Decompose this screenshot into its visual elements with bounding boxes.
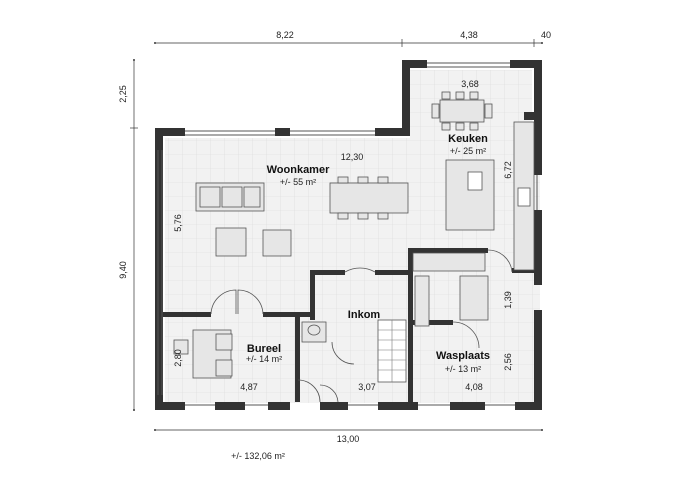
- room-keuken-area: +/- 25 m²: [450, 146, 486, 156]
- room-bureel-area: +/- 14 m²: [246, 354, 282, 364]
- room-wasplaats-name: Wasplaats: [436, 350, 490, 362]
- dim-was-height: 2,56: [503, 353, 513, 371]
- room-keuken-name: Keuken: [448, 133, 488, 145]
- room-inkom-name: Inkom: [348, 309, 381, 321]
- stair: [378, 320, 406, 382]
- dim-woon-height: 5,76: [173, 214, 183, 232]
- room-woonkamer-area: +/- 55 m²: [280, 177, 316, 187]
- dim-was-width: 4,08: [465, 382, 483, 392]
- floor-area: [165, 70, 540, 403]
- dim-woon-width: 12,30: [341, 152, 364, 162]
- room-wasplaats-area: +/- 13 m²: [445, 364, 481, 374]
- exterior-walls: [155, 60, 542, 410]
- doors: [210, 249, 513, 403]
- dimension-lines: [130, 39, 543, 431]
- total-area: +/- 132,06 m²: [231, 451, 285, 461]
- dim-top-left: 8,22: [276, 30, 294, 40]
- dim-bureel-height: 2,80: [173, 349, 183, 367]
- room-bureel-name: Bureel: [247, 343, 281, 355]
- dim-left-upper: 2,25: [118, 85, 128, 103]
- room-labels: Woonkamer +/- 55 m² Keuken +/- 25 m² Ink…: [246, 133, 490, 374]
- dimension-labels: 8,22 4,38 40 2,25 9,40 13,00 12,30 3,68 …: [118, 30, 551, 444]
- dim-keuken-height: 6,72: [503, 161, 513, 179]
- dim-keuken-width: 3,68: [461, 79, 479, 89]
- dim-bureel-width: 4,87: [240, 382, 258, 392]
- interior-walls: [163, 248, 534, 403]
- dim-top-middle: 4,38: [460, 30, 478, 40]
- room-woonkamer-name: Woonkamer: [267, 164, 330, 176]
- windows: [157, 62, 538, 406]
- dim-gang-height: 1,39: [503, 291, 513, 309]
- dim-top-right: 40: [541, 30, 551, 40]
- furniture: [173, 91, 535, 383]
- dim-left-lower: 9,40: [118, 261, 128, 279]
- dim-inkom-width: 3,07: [358, 382, 376, 392]
- dim-bottom: 13,00: [337, 434, 360, 444]
